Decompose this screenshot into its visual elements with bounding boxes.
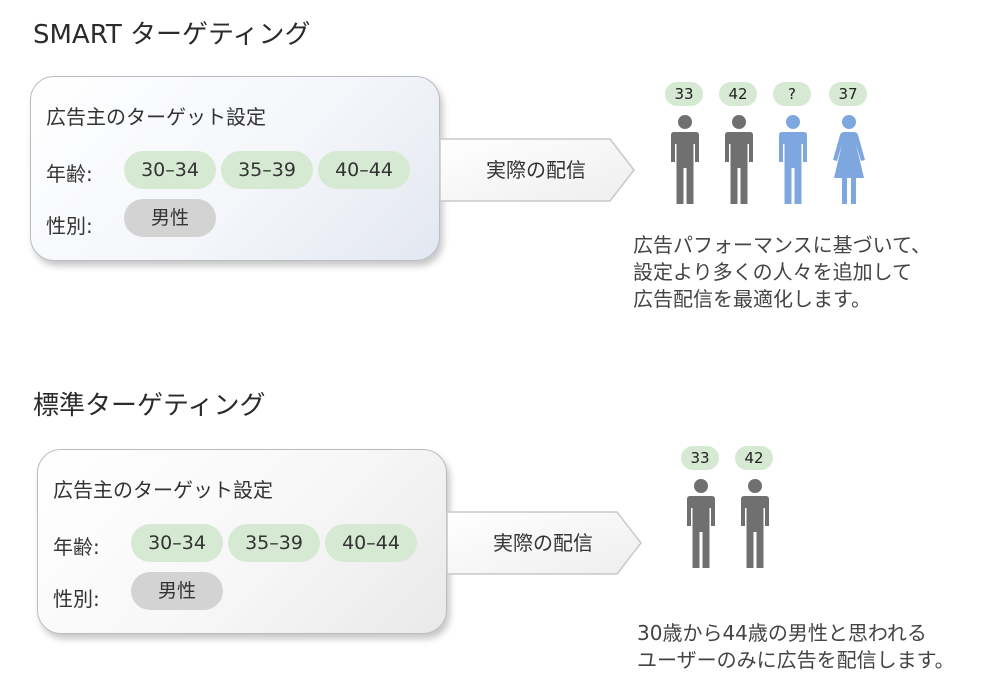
arrow-label: 実際の配信 <box>493 531 593 555</box>
gender-label: 性別: <box>53 587 100 611</box>
card-title: 広告主のターゲット設定 <box>53 478 273 502</box>
description-line: ユーザーのみに広告を配信します。 <box>637 648 955 672</box>
age-chip-30-34: 30–34 <box>131 524 223 562</box>
person-female-icon <box>833 115 865 204</box>
description-line: 設定より多くの人々を追加して <box>633 260 912 284</box>
age-badge: 33 <box>665 82 703 106</box>
standard-description: 30歳から44歳の男性と思われる ユーザーのみに広告を配信します。 <box>637 620 955 674</box>
age-chip-35-39: 35–39 <box>228 524 320 562</box>
person-male-icon <box>725 115 753 204</box>
age-badge: ? <box>773 82 811 106</box>
age-badge: 37 <box>829 82 867 106</box>
age-chip-35-39: 35–39 <box>221 151 313 189</box>
person-figure: 33 <box>657 82 713 212</box>
age-badge: 42 <box>719 82 757 106</box>
age-badge: 33 <box>681 446 719 470</box>
smart-targeting-card: 広告主のターゲット設定 年齢: 30–34 35–39 40–44 性別: 男性 <box>30 76 440 261</box>
description-line: 広告パフォーマンスに基づいて、 <box>633 233 931 257</box>
gender-label: 性別: <box>46 214 93 238</box>
card-title: 広告主のターゲット設定 <box>46 105 266 129</box>
person-male-icon <box>687 479 715 568</box>
person-figure: ? <box>765 82 821 212</box>
person-male-icon <box>741 479 769 568</box>
description-line: 30歳から44歳の男性と思われる <box>637 621 927 645</box>
age-label: 年齢: <box>46 162 93 186</box>
age-chip-40-44: 40–44 <box>325 524 417 562</box>
person-figure: 33 <box>673 446 729 576</box>
standard-delivery-arrow: 実際の配信 <box>445 510 645 576</box>
arrow-shape <box>439 138 635 202</box>
age-chip-40-44: 40–44 <box>318 151 410 189</box>
standard-targeting-card: 広告主のターゲット設定 年齢: 30–34 35–39 40–44 性別: 男性 <box>37 449 447 634</box>
smart-delivery-arrow: 実際の配信 <box>438 137 638 203</box>
age-label: 年齢: <box>53 535 100 559</box>
person-figure: 37 <box>821 82 877 212</box>
smart-section-title: SMART ターゲティング <box>33 20 311 50</box>
arrow-shape <box>446 511 642 575</box>
person-male-icon <box>671 115 699 204</box>
age-badge: 42 <box>735 446 773 470</box>
gender-chip-male: 男性 <box>131 572 223 610</box>
age-chip-30-34: 30–34 <box>124 151 216 189</box>
person-figure: 42 <box>727 446 783 576</box>
standard-section-title: 標準ターゲティング <box>33 391 266 421</box>
gender-chip-male: 男性 <box>124 199 216 237</box>
description-line: 広告配信を最適化します。 <box>633 287 871 311</box>
person-figure: 42 <box>711 82 767 212</box>
arrow-label: 実際の配信 <box>486 158 586 182</box>
smart-description: 広告パフォーマンスに基づいて、 設定より多くの人々を追加して 広告配信を最適化し… <box>633 232 931 313</box>
person-male-icon <box>779 115 807 204</box>
